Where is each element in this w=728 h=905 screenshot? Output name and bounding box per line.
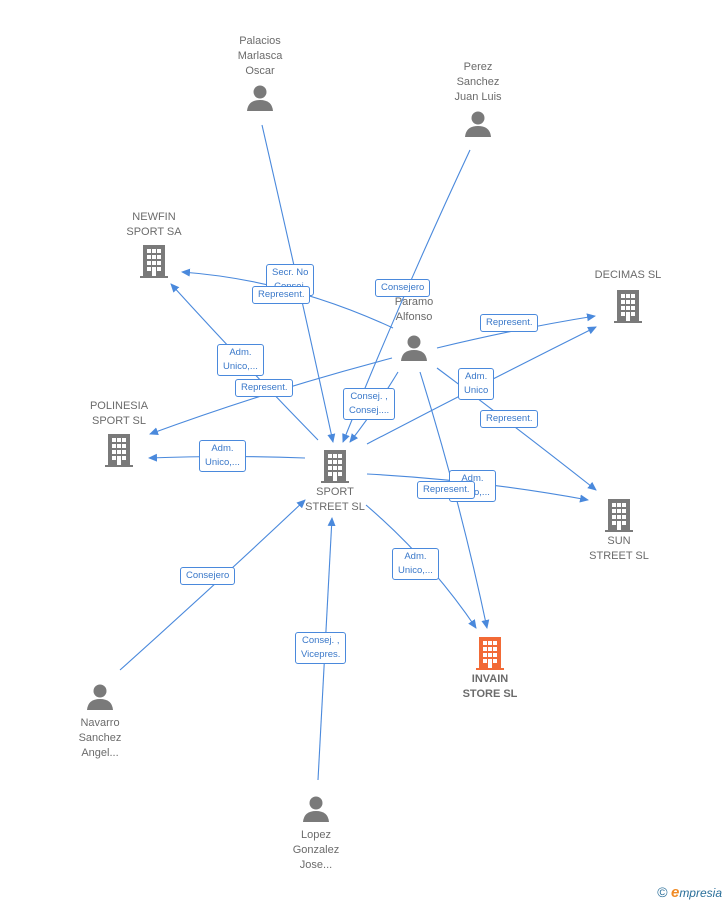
node-label: SUN STREET SL [589, 535, 649, 562]
node-label: Paramo Alfonso [394, 296, 434, 323]
edge-label-represent[interactable]: Represent. [252, 286, 311, 304]
person-icon [303, 796, 329, 822]
building-icon [476, 637, 504, 670]
edge-label-adm-unico[interactable]: Adm. Unico [458, 368, 495, 400]
footer-brand[interactable]: © empresia [657, 884, 722, 901]
edge-paramo-sun [436, 367, 597, 491]
node-label: DECIMAS SL [594, 269, 662, 281]
brand-logo: empresia [670, 884, 722, 901]
building-icon [140, 245, 168, 278]
building-icon [105, 434, 133, 467]
node-paramo[interactable]: Paramo Alfonso [354, 295, 474, 363]
person-icon [401, 335, 427, 361]
node-label: Palacios Marlasca Oscar [237, 35, 283, 77]
node-sun-street[interactable]: SUN STREET SL [559, 496, 679, 564]
node-lopez[interactable]: Lopez Gonzalez Jose... [256, 794, 376, 873]
edge-label-consej-vicepres[interactable]: Consej. , Vicepres. [295, 632, 347, 664]
edge-label-consejero[interactable]: Consejero [375, 279, 431, 297]
edge-navarro-sport [119, 499, 306, 671]
node-invain-store[interactable]: INVAIN STORE SL [430, 634, 550, 702]
edge-label-adm-unico[interactable]: Adm. Unico,... [199, 440, 246, 472]
node-palacios[interactable]: Palacios Marlasca Oscar [200, 34, 320, 113]
node-label: Perez Sanchez Juan Luis [454, 61, 502, 103]
person-icon [87, 684, 113, 710]
node-label: NEWFIN SPORT SA [126, 211, 182, 238]
edge-label-adm-unico[interactable]: Adm. Unico,... [392, 548, 439, 580]
edge-label-represent[interactable]: Represent. [235, 379, 294, 397]
building-icon [605, 499, 633, 532]
building-icon [614, 290, 642, 323]
node-newfin[interactable]: NEWFIN SPORT SA [94, 210, 214, 280]
person-icon [247, 85, 273, 111]
copyright-icon: © [657, 884, 668, 900]
edge-label-represent[interactable]: Represent. [417, 481, 476, 499]
edge-label-consejero[interactable]: Consejero [180, 567, 236, 585]
building-icon [321, 450, 349, 483]
person-icon [465, 111, 491, 137]
node-polinesia[interactable]: POLINESIA SPORT SL [59, 399, 179, 469]
node-navarro[interactable]: Navarro Sanchez Angel... [40, 682, 160, 761]
node-perez[interactable]: Perez Sanchez Juan Luis [418, 60, 538, 139]
node-label: SPORT STREET SL [305, 486, 365, 513]
edge-label-adm-unico[interactable]: Adm. Unico,... [217, 344, 264, 376]
node-label: Navarro Sanchez Angel... [78, 717, 122, 759]
node-sport-street[interactable]: SPORT STREET SL [275, 447, 395, 515]
node-label: POLINESIA SPORT SL [89, 400, 149, 427]
node-decimas[interactable]: DECIMAS SL [568, 268, 688, 325]
edge-label-represent[interactable]: Represent. [480, 314, 539, 332]
edge-label-represent[interactable]: Represent. [480, 410, 539, 428]
node-label: Lopez Gonzalez Jose... [292, 829, 340, 871]
node-label: INVAIN STORE SL [462, 673, 518, 700]
edge-label-consej-consej[interactable]: Consej. , Consej.... [343, 388, 396, 420]
